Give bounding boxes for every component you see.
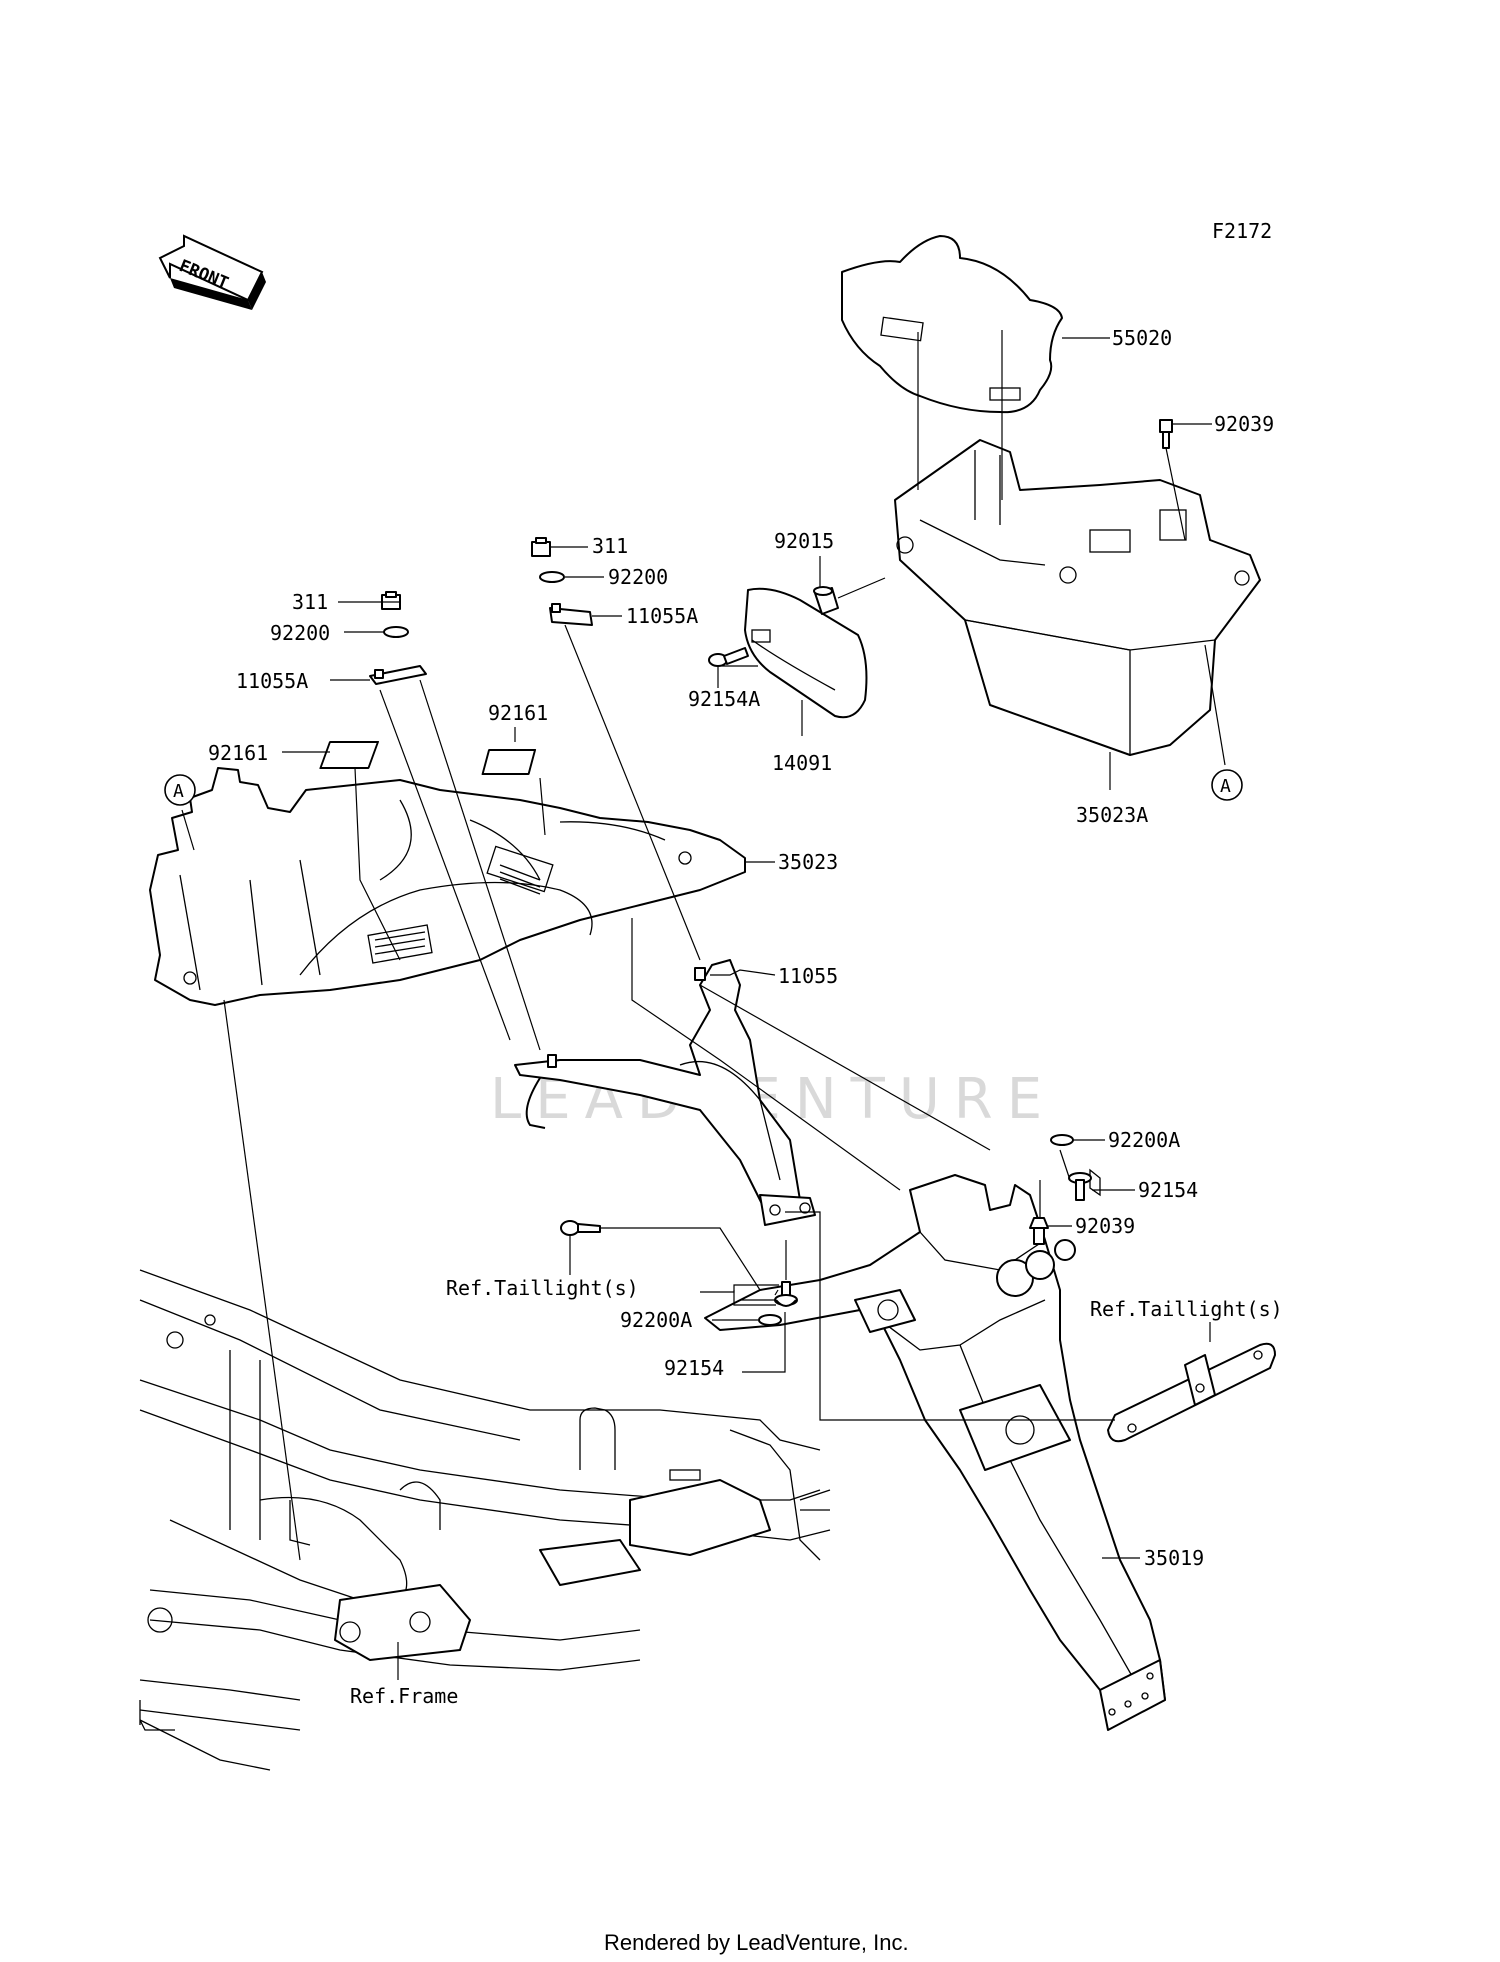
pad-92161-b <box>481 749 537 775</box>
label-11055: 11055 <box>778 964 838 988</box>
clamp-11055a-left <box>369 665 427 685</box>
front-arrow-icon: FRONT <box>158 234 266 310</box>
bolt-92039-right <box>1029 1217 1049 1245</box>
label-11055a-left: 11055A <box>236 669 308 693</box>
leader-92154-left <box>742 1312 786 1373</box>
battery-case-35023a <box>894 439 1261 756</box>
leader-lines <box>181 330 1226 1680</box>
label-92200-mid: 92200 <box>608 565 668 589</box>
label-311-left: 311 <box>292 590 328 614</box>
label-92154-right: 92154 <box>1138 1178 1198 1202</box>
washer-92200-left <box>383 626 409 638</box>
callout-a-left: A <box>164 774 196 806</box>
label-92039-right: 92039 <box>1075 1214 1135 1238</box>
washer-92200a-right <box>1050 1134 1074 1146</box>
label-92161-a: 92161 <box>208 741 268 765</box>
taillight-bracket-right <box>1107 1342 1276 1443</box>
figure-code: F2172 <box>1212 219 1272 243</box>
nut-311-mid <box>531 537 551 557</box>
bolt-92154a <box>708 647 749 667</box>
bracket-11055 <box>514 959 816 1226</box>
label-ref-taillight-left: Ref.Taillight(s) <box>446 1276 639 1300</box>
label-92200a-right: 92200A <box>1108 1128 1180 1152</box>
label-35023: 35023 <box>778 850 838 874</box>
label-ref-taillight-right: Ref.Taillight(s) <box>1090 1297 1283 1321</box>
nut-311-left <box>381 591 401 610</box>
frame-reference <box>139 1269 831 1771</box>
bolt-taillight-left <box>560 1220 601 1236</box>
pad-92161-a <box>319 741 379 769</box>
label-35019: 35019 <box>1144 1546 1204 1570</box>
label-14091: 14091 <box>772 751 832 775</box>
label-92200-left: 92200 <box>270 621 330 645</box>
label-92154a: 92154A <box>688 687 760 711</box>
label-92200a-left: 92200A <box>620 1308 692 1332</box>
label-55020: 55020 <box>1112 326 1172 350</box>
cover-14091 <box>744 587 868 719</box>
label-92039-top: 92039 <box>1214 412 1274 436</box>
label-92154-left: 92154 <box>664 1356 724 1380</box>
callout-a-right: A <box>1211 769 1243 801</box>
washer-92200a-left <box>758 1314 782 1326</box>
label-92161-b: 92161 <box>488 701 548 725</box>
bolt-92039-top <box>1159 419 1186 541</box>
seat-mat-55020 <box>841 235 1063 414</box>
label-ref-frame: Ref.Frame <box>350 1684 458 1708</box>
clamp-11055a-mid <box>549 603 593 626</box>
callout-a-right-label: A <box>1220 776 1231 797</box>
label-92015: 92015 <box>774 529 834 553</box>
bolt-92154-right <box>1068 1172 1092 1201</box>
label-35023a: 35023A <box>1076 803 1148 827</box>
rear-fender-35023 <box>149 767 746 1006</box>
label-11055a-mid: 11055A <box>626 604 698 628</box>
callout-a-left-label: A <box>173 781 184 802</box>
footer-credit: Rendered by LeadVenture, Inc. <box>604 1930 909 1955</box>
washer-92200-mid <box>539 571 565 583</box>
collar-92015 <box>813 577 886 615</box>
label-311-mid: 311 <box>592 534 628 558</box>
